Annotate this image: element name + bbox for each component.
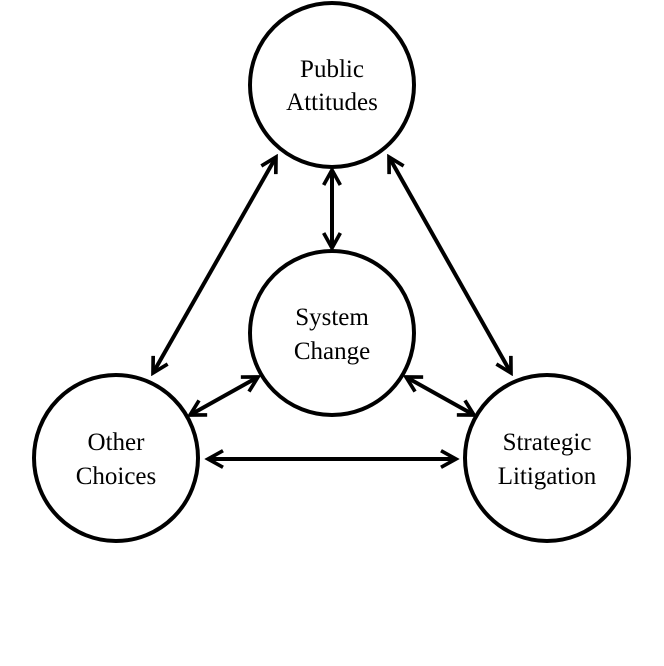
node-label-line: Attitudes <box>286 89 378 116</box>
node-system-change: System Change <box>248 249 416 417</box>
node-label-line: Strategic <box>503 429 592 456</box>
node-label-line: Public <box>300 56 364 83</box>
node-public-attitudes: Public Attitudes <box>248 1 416 169</box>
nodes-layer: Public Attitudes System Change Other Cho… <box>32 1 631 543</box>
node-label-line: Other <box>88 429 146 456</box>
edge-system-change-strategic-litigation <box>406 377 474 415</box>
node-other-choices: Other Choices <box>32 373 200 543</box>
node-strategic-litigation: Strategic Litigation <box>463 373 631 543</box>
node-label-line: Choices <box>76 463 157 490</box>
edge-public-attitudes-strategic-litigation <box>389 157 511 373</box>
edge-system-change-other-choices <box>190 377 258 415</box>
edges-layer <box>153 157 511 459</box>
node-label-line: System <box>295 304 369 331</box>
edge-public-attitudes-other-choices <box>153 157 276 373</box>
node-label-line: Litigation <box>498 463 597 490</box>
node-label-line: Change <box>294 338 370 365</box>
